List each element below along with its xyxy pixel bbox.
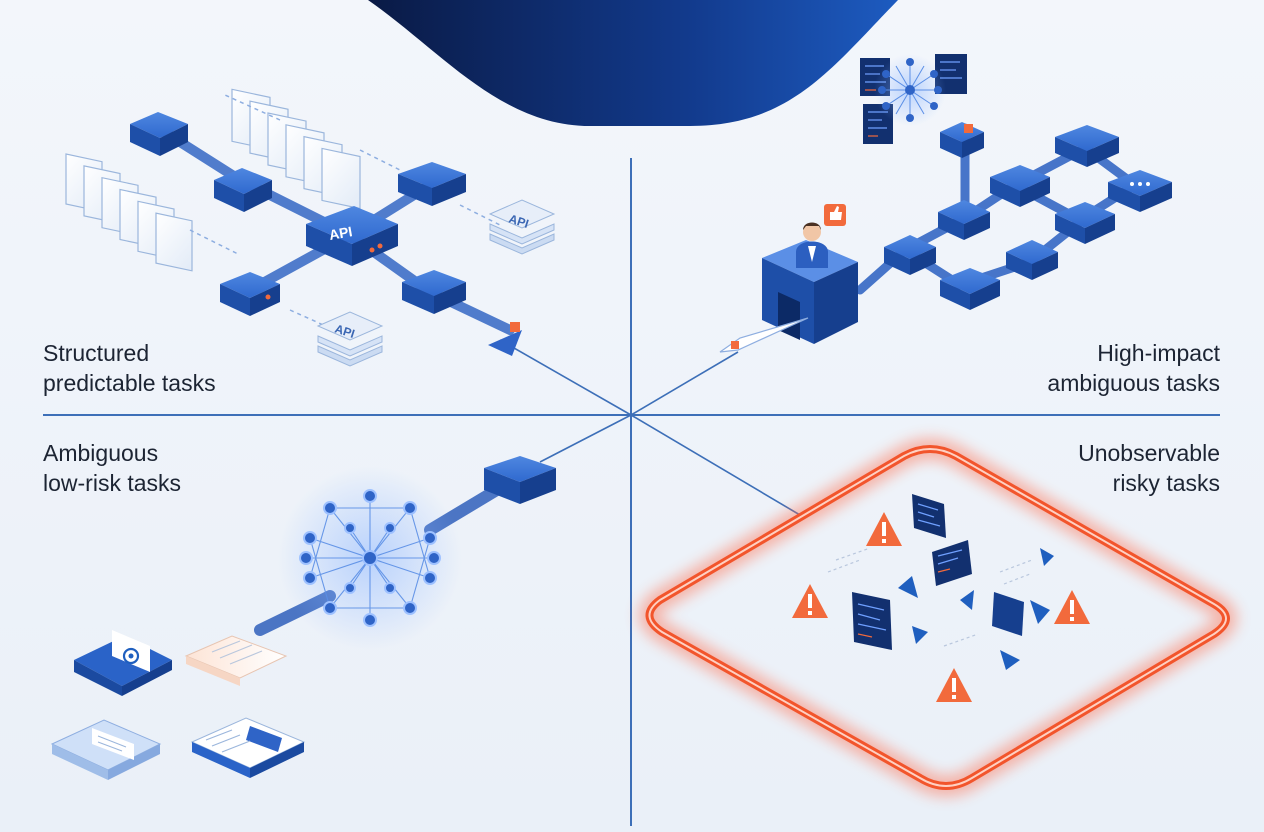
broken-code-fragments bbox=[827, 494, 1054, 670]
api-stack-top bbox=[488, 199, 556, 255]
api-hub-icon bbox=[306, 206, 398, 266]
flowchart-node bbox=[884, 122, 1172, 310]
quadrant-label-line: Structured bbox=[43, 340, 150, 366]
email-icon bbox=[74, 630, 172, 696]
quadrant-label-top-right: High-impact ambiguous tasks bbox=[1047, 338, 1220, 398]
diagonal-line-br bbox=[630, 414, 801, 516]
arrow-left-icon bbox=[719, 317, 809, 353]
api-stack-bottom-label: API bbox=[333, 322, 356, 341]
diagonal-line-tr bbox=[630, 351, 739, 416]
report-icon bbox=[190, 717, 306, 778]
arrow-head-icon bbox=[488, 322, 522, 356]
pipeline-node-cube bbox=[130, 112, 466, 316]
diagonal-line-bl bbox=[539, 414, 632, 463]
quadrant-label-bottom-left: Ambiguous low-risk tasks bbox=[43, 438, 181, 498]
api-hub-label: API bbox=[328, 223, 354, 243]
quadrant-label-top-left: Structured predictable tasks bbox=[43, 338, 216, 398]
api-stack-bottom bbox=[316, 311, 384, 367]
quadrant-label-line: High-impact bbox=[1097, 340, 1220, 366]
diagonal-line-tl bbox=[499, 339, 632, 416]
quadrant-label-line: predictable tasks bbox=[43, 370, 216, 396]
quadrant-label-line: ambiguous tasks bbox=[1047, 370, 1220, 396]
neural-network-icon bbox=[278, 466, 462, 650]
document-icon bbox=[184, 635, 288, 686]
output-node-cube bbox=[484, 456, 556, 504]
pipeline-dash-lines bbox=[189, 94, 501, 329]
neural-network-small-icon bbox=[874, 54, 946, 126]
quadrant-label-line: Unobservable bbox=[1078, 440, 1220, 466]
alert-boundary-frame bbox=[638, 438, 1237, 797]
document-stack-icon bbox=[65, 88, 361, 272]
thumbs-up-icon bbox=[824, 204, 846, 226]
quadrant-label-line: Ambiguous bbox=[43, 440, 159, 466]
review-desk bbox=[762, 240, 858, 344]
quadrant-label-bottom-right: Unobservable risky tasks bbox=[1078, 438, 1220, 498]
quadrant-label-line: risky tasks bbox=[1112, 470, 1220, 496]
navy-wave-shape bbox=[368, 0, 898, 126]
api-stack-top-label: API bbox=[507, 212, 530, 231]
envelope-icon bbox=[50, 719, 162, 780]
warning-icon-marks bbox=[808, 522, 1074, 699]
person-icon bbox=[796, 222, 828, 268]
warning-icon bbox=[792, 512, 1090, 702]
quadrant-label-line: low-risk tasks bbox=[43, 470, 182, 496]
